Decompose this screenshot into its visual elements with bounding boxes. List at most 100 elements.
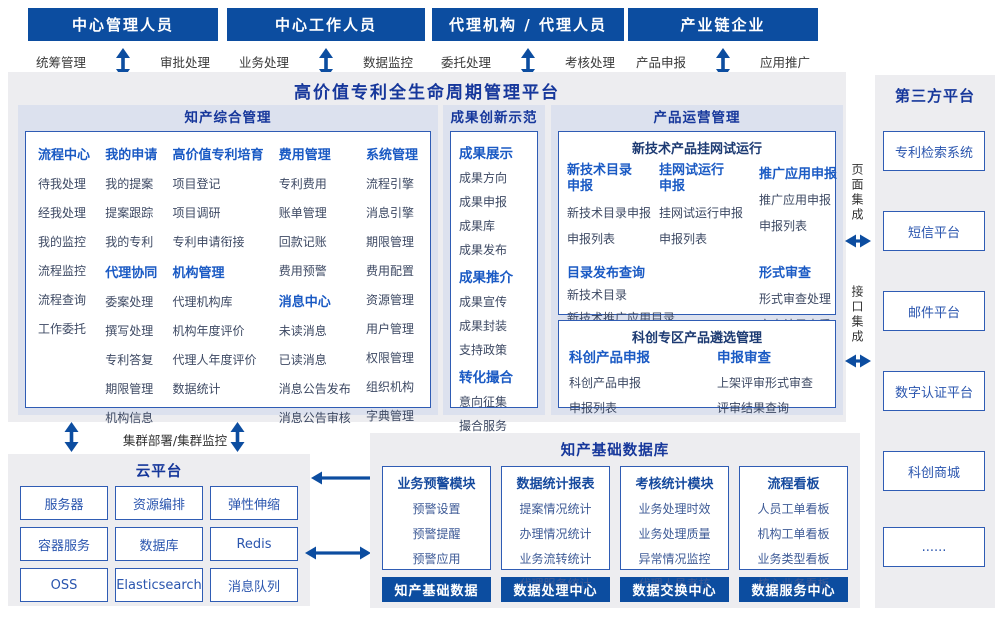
section-achievements: 成果创新示范 成果展示成果方向成果申报成果库成果发布成果推介成果宣传成果封装支持…	[443, 105, 545, 457]
cluster-arrow-left	[64, 422, 79, 452]
menu-item: 新技术目录申报	[567, 206, 652, 220]
menu-item: 挂网试运行申报	[659, 206, 744, 220]
menu-item: 经我处理	[38, 206, 87, 220]
third-party-system-box: 邮件平台	[883, 291, 985, 331]
menu-item: 成果方向	[459, 171, 508, 185]
menu-column: 流程中心待我处理经我处理我的监控流程监控流程查询工作委托	[38, 134, 90, 405]
menu-item: 费用配置	[365, 264, 414, 278]
menu-item: 支持政策	[459, 343, 508, 357]
menu-item: 权限管理	[365, 351, 414, 365]
menu-item: 成果宣传	[459, 295, 508, 309]
menu-group-header: 成果推介	[459, 270, 513, 286]
menu-group-header: 目录发布查询	[567, 266, 646, 281]
third-party-system-box: 短信平台	[883, 211, 985, 251]
sci-tech-zone-box: 科创专区产品遴选管理 科创产品申报科创产品申报申报列表申报审查上架评审形式审查评…	[558, 320, 836, 415]
menu-group-header: 形式审查	[759, 266, 812, 281]
menu-item: 流程引擎	[365, 177, 414, 191]
menu-item: 机构信息	[105, 411, 154, 425]
menu-item: 成果发布	[459, 243, 508, 257]
role-activity-label: 业务处理	[238, 54, 289, 70]
menu-group: 申报审查上架评审形式审查评审结果查询	[717, 346, 825, 424]
menu-group-header: 我的申请	[105, 148, 158, 163]
db-module-item: 预警应用	[412, 552, 461, 566]
role-activity-label: 审批处理	[160, 54, 211, 70]
role-activity-labels: 统筹管理 审批处理	[28, 49, 218, 73]
menu-group-header: 申报审查	[717, 350, 771, 366]
role-activity-labels: 委托处理考核处理	[432, 49, 624, 73]
section-title: 成果创新示范	[450, 110, 538, 126]
db-module-box: 数据统计报表提案情况统计办理情况统计业务流转统计代理服务统计	[501, 466, 610, 591]
menu-group-header: 转化撮合	[459, 370, 513, 386]
cloud-service-box: 弹性伸缩	[210, 486, 298, 520]
menu-item: 科创产品申报	[569, 376, 642, 390]
cloud-platform-title: 云平台	[135, 464, 183, 480]
api-integration-label: 接口集成	[850, 285, 864, 345]
menu-item: 专利答复	[105, 353, 154, 367]
role-activity-labels: 业务处理数据监控	[227, 49, 425, 73]
menu-item: 回款记账	[278, 235, 327, 249]
menu-group-header: 新技术目录申报	[567, 163, 633, 194]
vertical-double-arrow-icon	[64, 422, 79, 452]
user-role-group: 中心工作人员业务处理数据监控	[227, 8, 425, 79]
third-party-system-box: 专利检索系统	[883, 131, 985, 171]
network-trial-box: 新技术产品挂网试运行 新技术目录申报新技术目录申报申报列表挂网试运行申报挂网试运…	[558, 131, 837, 348]
db-module-item: 预警提醒	[412, 527, 461, 541]
db-module: 业务预警模块预警设置预警提醒预警应用知产基础数据	[382, 466, 491, 602]
db-module-item: 异常情况监控	[638, 552, 711, 566]
db-layer-button: 数据处理中心	[501, 577, 610, 602]
ip-management-box: 流程中心待我处理经我处理我的监控流程监控流程查询工作委托我的申请我的提案提案跟踪…	[25, 131, 431, 425]
db-module-header: 数据统计报表	[516, 477, 595, 492]
ip-database-title: 知产基础数据库	[560, 443, 670, 459]
menu-item: 期限管理	[105, 382, 154, 396]
cluster-arrow-right	[230, 422, 245, 452]
menu-item: 期限管理	[365, 235, 414, 249]
menu-item: 待我处理	[38, 177, 87, 191]
user-role-header: 中心管理人员	[28, 8, 218, 41]
role-activity-labels: 产品申报应用推广	[628, 49, 818, 73]
menu-item: 申报列表	[659, 232, 708, 246]
menu-group: 挂网试运行申报挂网试运行申报申报列表	[659, 157, 759, 256]
menu-item: 代理机构库	[172, 295, 233, 309]
user-role-header: 代理机构 / 代理人员	[432, 8, 624, 41]
menu-item: 项目登记	[172, 177, 221, 191]
role-activity-label: 统筹管理	[35, 54, 86, 70]
menu-item: 成果申报	[459, 195, 508, 209]
section-title: 知产综合管理	[184, 110, 272, 126]
menu-item: 账单管理	[278, 206, 327, 220]
db-module: 考核统计模块业务处理时效业务处理质量异常情况监控代理人员考核数据交换中心	[620, 466, 729, 602]
ip-database-panel: 知产基础数据库 业务预警模块预警设置预警提醒预警应用知产基础数据数据统计报表提案…	[370, 433, 860, 608]
menu-item: 消息公告发布	[278, 382, 351, 396]
menu-item: 委案处理	[105, 295, 154, 309]
role-activity-label: 委托处理	[440, 54, 491, 70]
page-integration-arrow	[845, 234, 871, 248]
db-module-item: 业务类型看板	[757, 552, 830, 566]
db-modules: 业务预警模块预警设置预警提醒预警应用知产基础数据数据统计报表提案情况统计办理情况…	[382, 466, 848, 602]
sci-tech-zone-groups: 科创产品申报科创产品申报申报列表申报审查上架评审形式审查评审结果查询	[559, 346, 835, 424]
menu-group-header: 成果展示	[459, 146, 513, 162]
cloud-service-box: 服务器	[20, 486, 108, 520]
menu-item: 未读消息	[278, 324, 327, 338]
db-module-header: 流程看板	[767, 477, 820, 492]
double-horizontal-arrow	[305, 546, 371, 560]
db-layer-button: 数据交换中心	[620, 577, 729, 602]
user-role-header: 中心工作人员	[227, 8, 425, 41]
menu-group-header: 代理协同	[105, 266, 158, 281]
db-module-box: 流程看板人员工单看板机构工单看板业务类型看板核心业务看板	[739, 466, 848, 591]
menu-item: 消息公告审核	[278, 411, 351, 425]
menu-item: 专利费用	[278, 177, 327, 191]
db-module-item: 办理情况统计	[519, 527, 592, 541]
menu-item: 用户管理	[365, 322, 414, 336]
menu-item: 撮合服务	[459, 419, 508, 433]
db-module-box: 业务预警模块预警设置预警提醒预警应用	[382, 466, 491, 570]
user-role-group: 中心管理人员统筹管理 审批处理	[28, 8, 218, 79]
menu-item: 成果库	[459, 219, 496, 233]
db-layer-button: 数据服务中心	[739, 577, 848, 602]
cloud-service-box: OSS	[20, 568, 108, 602]
cloud-service-box: 消息队列	[210, 568, 298, 602]
menu-group-header: 高价值专利培育	[172, 148, 264, 163]
section-title: 产品运营管理	[653, 110, 741, 126]
menu-item: 推广应用申报	[759, 193, 832, 207]
menu-item: 撰写处理	[105, 324, 154, 338]
